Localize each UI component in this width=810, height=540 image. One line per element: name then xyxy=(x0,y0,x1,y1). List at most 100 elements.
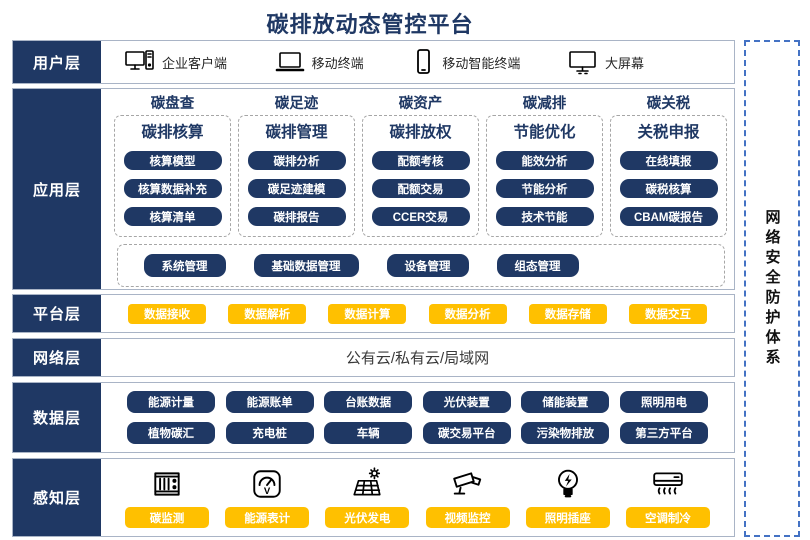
app-category: 碳减排 xyxy=(522,96,567,112)
desktop-pc-icon xyxy=(125,50,155,74)
data-source-chip: 植物碳汇 xyxy=(127,422,215,444)
app-module-title: 碳排核算 xyxy=(141,124,204,141)
app-group-box: 节能优化 能效分析 节能分析 技术节能 xyxy=(486,115,603,237)
app-category: 碳关税 xyxy=(646,96,691,112)
app-function-chip: 在线填报 xyxy=(619,151,718,170)
sense-item: 碳监测 xyxy=(125,467,209,528)
app-function-chip: 碳税核算 xyxy=(619,179,718,198)
layer-label-perception: 感知层 xyxy=(13,459,101,536)
app-function-chip: 碳排报告 xyxy=(247,207,346,226)
user-terminal-item: 企业客户端 xyxy=(125,50,227,74)
user-terminal-item: 移动智能终端 xyxy=(411,49,520,75)
sense-item: 照明插座 xyxy=(525,467,610,528)
app-function-chip: 核算数据补充 xyxy=(123,179,222,198)
app-common-chip: 基础数据管理 xyxy=(253,254,359,277)
sense-label-chip: 照明插座 xyxy=(525,507,610,528)
user-layer-content: 企业客户端 移动终端 移动智能终端 大屏幕 xyxy=(101,41,734,83)
data-source-chip: 储能装置 xyxy=(521,391,610,413)
app-module-title: 碳排管理 xyxy=(265,124,328,141)
app-group-carbon-asset: 碳资产 碳排放权 配额考核 配额交易 CCER交易 xyxy=(362,94,479,237)
platform-chip: 数据存储 xyxy=(528,303,607,324)
layer-row-user: 用户层 企业客户端 移动终端 xyxy=(12,40,735,84)
layer-row-platform: 平台层 数据接收 数据解析 数据计算 数据分析 数据存储 数据交互 xyxy=(12,294,735,333)
layer-label-platform: 平台层 xyxy=(13,295,101,332)
user-terminal-item: 大屏幕 xyxy=(568,50,644,75)
data-source-chip: 污染物排放 xyxy=(521,422,610,444)
page-title: 碳排放动态管控平台 xyxy=(266,12,474,37)
application-layer-content: 碳盘查 碳排核算 核算模型 核算数据补充 核算清单 碳足迹 碳排管理 碳排分析 … xyxy=(101,89,737,289)
layer-row-application: 应用层 碳盘查 碳排核算 核算模型 核算数据补充 核算清单 碳足迹 碳排管理 碳… xyxy=(12,88,735,290)
user-terminal-label: 移动智能终端 xyxy=(442,55,521,71)
app-group-box: 关税申报 在线填报 碳税核算 CBAM碳报告 xyxy=(610,115,727,237)
app-category: 碳资产 xyxy=(398,96,443,112)
layer-label-user: 用户层 xyxy=(13,41,101,83)
app-common-chip: 组态管理 xyxy=(496,254,579,277)
app-category: 碳盘查 xyxy=(150,96,195,112)
lightbulb-icon xyxy=(551,467,585,501)
application-groups: 碳盘查 碳排核算 核算模型 核算数据补充 核算清单 碳足迹 碳排管理 碳排分析 … xyxy=(114,94,727,237)
platform-chip: 数据解析 xyxy=(228,303,307,324)
app-group-carbon-tariff: 碳关税 关税申报 在线填报 碳税核算 CBAM碳报告 xyxy=(610,94,727,237)
perception-layer-content: 碳监测 V 能源表计 光伏发电 xyxy=(101,459,734,536)
data-source-row: 植物碳汇 充电桩 车辆 碳交易平台 污染物排放 第三方平台 xyxy=(127,422,708,444)
app-group-box: 碳排核算 核算模型 核算数据补充 核算清单 xyxy=(114,115,231,237)
user-terminal-label: 移动终端 xyxy=(311,55,364,71)
data-source-chip: 能源账单 xyxy=(225,391,314,413)
sense-item: 光伏发电 xyxy=(325,467,410,528)
sense-label-chip: 视频监控 xyxy=(425,507,510,528)
app-function-chip: 核算模型 xyxy=(123,151,222,170)
energy-meter-icon: V xyxy=(250,467,284,501)
platform-layer-content: 数据接收 数据解析 数据计算 数据分析 数据存储 数据交互 xyxy=(101,295,734,332)
data-source-chip: 车辆 xyxy=(324,422,413,444)
app-common-chip: 设备管理 xyxy=(386,254,469,277)
laptop-icon xyxy=(275,50,305,74)
sense-label-chip: 能源表计 xyxy=(225,507,310,528)
app-common-chip: 系统管理 xyxy=(143,254,226,277)
user-terminal-label: 企业客户端 xyxy=(162,55,228,71)
carbon-monitor-icon xyxy=(150,467,184,501)
app-group-carbon-footprint: 碳足迹 碳排管理 碳排分析 碳足迹建模 碳排报告 xyxy=(238,94,355,237)
app-function-chip: CBAM碳报告 xyxy=(619,207,718,226)
platform-chip: 数据接收 xyxy=(128,303,206,324)
svg-text:V: V xyxy=(264,486,271,497)
data-source-chip: 能源计量 xyxy=(127,391,215,413)
layer-label-data: 数据层 xyxy=(13,383,101,452)
app-function-chip: CCER交易 xyxy=(371,207,470,226)
app-function-chip: 配额考核 xyxy=(371,151,470,170)
data-layer-content: 能源计量 能源账单 台账数据 光伏装置 储能装置 照明用电 植物碳汇 充电桩 车… xyxy=(101,383,734,452)
platform-chip: 数据交互 xyxy=(628,303,707,324)
cctv-camera-icon xyxy=(451,467,485,501)
app-function-chip: 碳足迹建模 xyxy=(247,179,346,198)
network-layer-content: 公有云/私有云/局域网 xyxy=(101,339,734,376)
sense-item: 视频监控 xyxy=(425,467,510,528)
data-source-chip: 碳交易平台 xyxy=(422,422,511,444)
app-group-carbon-reduction: 碳减排 节能优化 能效分析 节能分析 技术节能 xyxy=(486,94,603,237)
user-terminal-item: 移动终端 xyxy=(275,50,364,74)
sense-label-chip: 光伏发电 xyxy=(325,507,410,528)
big-screen-icon xyxy=(568,50,598,75)
data-source-row: 能源计量 能源账单 台账数据 光伏装置 储能装置 照明用电 xyxy=(127,391,708,413)
security-panel: 网络安全防护体系 xyxy=(744,40,800,537)
smartphone-icon xyxy=(411,49,435,75)
app-function-chip: 节能分析 xyxy=(495,179,594,198)
sense-item: V 能源表计 xyxy=(225,467,310,528)
layer-label-application: 应用层 xyxy=(13,89,101,289)
app-group-box: 碳排放权 配额考核 配额交易 CCER交易 xyxy=(362,115,479,237)
platform-chip: 数据计算 xyxy=(328,303,407,324)
solar-panel-icon xyxy=(350,467,384,501)
layer-row-network: 网络层 公有云/私有云/局域网 xyxy=(12,338,735,377)
app-function-chip: 能效分析 xyxy=(495,151,594,170)
app-common-modules-box: 系统管理 基础数据管理 设备管理 组态管理 xyxy=(117,244,725,287)
data-source-chip: 光伏装置 xyxy=(422,391,511,413)
app-group-carbon-inventory: 碳盘查 碳排核算 核算模型 核算数据补充 核算清单 xyxy=(114,94,231,237)
app-category: 碳足迹 xyxy=(274,96,319,112)
data-source-chip: 照明用电 xyxy=(619,391,708,413)
network-cloud-text: 公有云/私有云/局域网 xyxy=(345,350,490,367)
app-module-title: 碳排放权 xyxy=(389,124,452,141)
app-function-chip: 技术节能 xyxy=(495,207,594,226)
app-function-chip: 碳排分析 xyxy=(247,151,346,170)
sense-item: 空调制冷 xyxy=(625,467,710,528)
layer-row-perception: 感知层 碳监测 V 能源表计 xyxy=(12,458,735,537)
user-terminal-label: 大屏幕 xyxy=(604,55,644,71)
data-source-chip: 台账数据 xyxy=(324,391,413,413)
